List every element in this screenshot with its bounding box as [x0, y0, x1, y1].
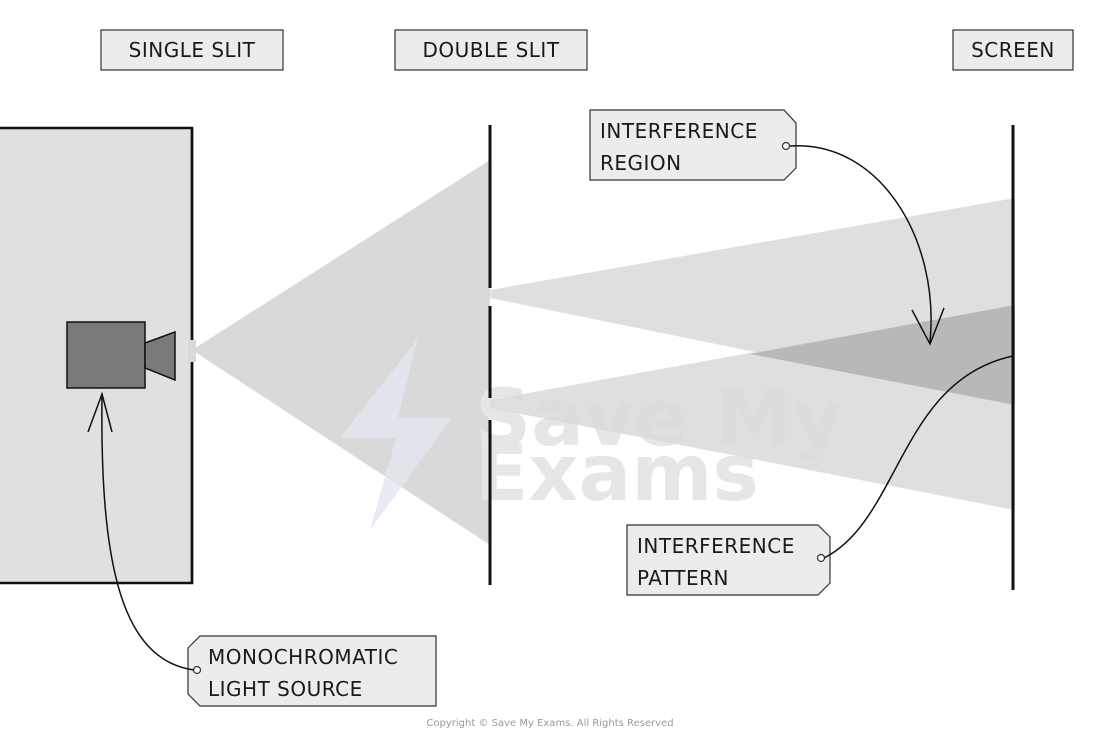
copyright-text: Copyright © Save My Exams. All Rights Re…: [426, 718, 673, 729]
region-arrowhead-icon: [911, 307, 945, 346]
pattern-connector: [823, 355, 1014, 559]
overlap-region: [750, 305, 1015, 405]
tag-hole-icon: [816, 553, 826, 563]
camera-icon: [66, 321, 176, 389]
header-single-slit: SINGLE SLIT: [100, 29, 284, 71]
single-slit-gap: [188, 340, 196, 362]
source-arrowhead-icon: [87, 391, 113, 433]
header-screen: SCREEN: [952, 29, 1074, 71]
interference-pattern-line-2: PATTERN: [637, 566, 729, 590]
single-slit-beam: [192, 160, 490, 545]
tag-light-source: MONOCHROMATIC LIGHT SOURCE: [187, 635, 437, 707]
light-source-line-2: LIGHT SOURCE: [208, 677, 363, 701]
header-double-slit-label: DOUBLE SLIT: [422, 38, 559, 62]
region-arrow: [789, 145, 932, 343]
source-arrow: [101, 395, 195, 671]
tag-hole-icon: [781, 141, 791, 151]
interference-region-line-1: INTERFERENCE: [600, 119, 758, 143]
interference-region-line-2: REGION: [600, 151, 682, 175]
tag-hole-icon: [192, 665, 202, 675]
tag-interference-region: INTERFERENCE REGION: [589, 109, 797, 181]
header-screen-label: SCREEN: [971, 38, 1055, 62]
watermark-bolt-icon: [340, 338, 452, 530]
interference-pattern-line-1: INTERFERENCE: [637, 534, 795, 558]
light-source-line-1: MONOCHROMATIC: [208, 645, 398, 669]
header-double-slit: DOUBLE SLIT: [394, 29, 588, 71]
header-single-slit-label: SINGLE SLIT: [129, 38, 256, 62]
tag-interference-pattern: INTERFERENCE PATTERN: [626, 524, 831, 596]
